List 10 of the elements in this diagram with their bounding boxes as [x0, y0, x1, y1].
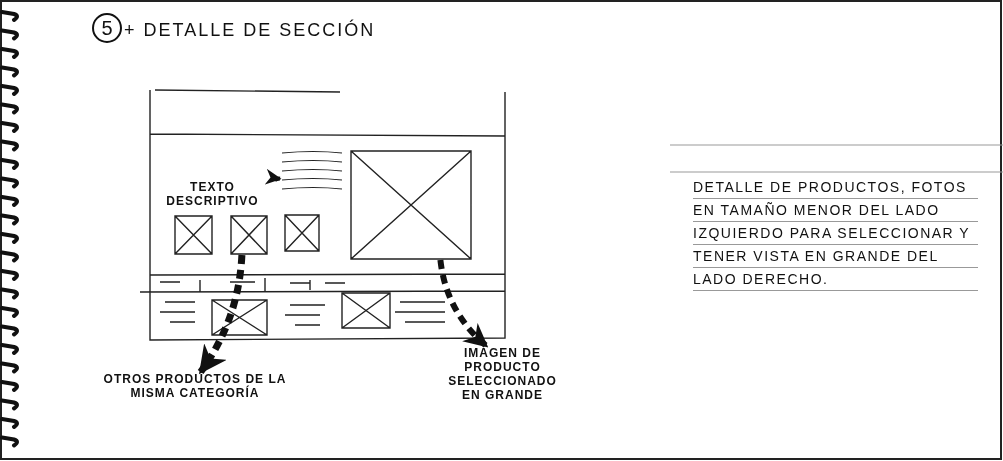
image-placeholder	[350, 150, 472, 260]
section-title: + DETALLE DE SECCIÓN	[124, 20, 376, 40]
callout-text: TEXTO DESCRIPTIVO	[165, 180, 260, 208]
step-number: 5	[100, 17, 114, 39]
dashed-arrow	[264, 169, 282, 186]
dashed-arrow	[437, 259, 489, 349]
callout-text: OTROS PRODUCTOS DE LA MISMA CATEGORÍA	[102, 372, 288, 400]
thumbnail-placeholder	[230, 215, 268, 255]
callout-text: IMAGEN DE PRODUCTO SELECCIONADO EN GRANDE	[447, 346, 558, 402]
dashed-arrow	[197, 254, 246, 375]
